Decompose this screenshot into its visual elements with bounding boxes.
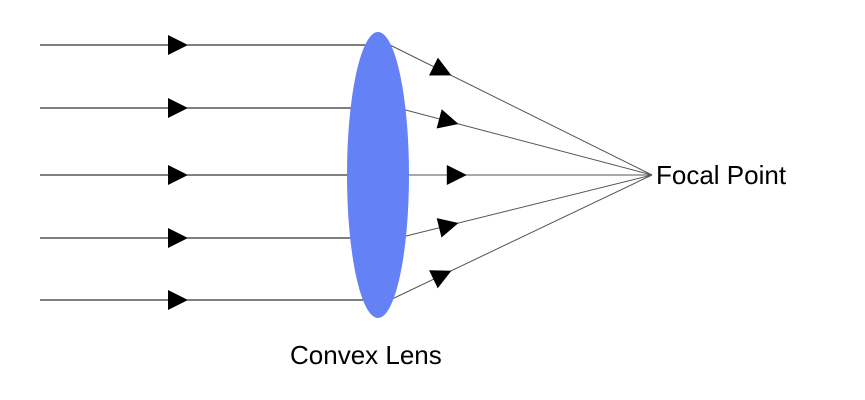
converging-ray-arrow-icon [436,109,459,129]
incoming-ray-arrow-icon [168,290,188,310]
converging-ray [397,174,653,239]
converging-ray [389,174,653,301]
incoming-ray-arrow-icon [168,98,188,118]
incoming-ray-arrow-icon [168,228,188,248]
converging-ray-arrow-icon [429,270,452,289]
converging-rays [389,44,653,301]
converging-ray-arrow-icon [436,218,459,238]
ray-arrows [168,35,467,310]
converging-ray [397,107,653,176]
incoming-ray-arrow-icon [168,165,188,185]
converging-ray [389,44,653,176]
focal-point-label: Focal Point [656,160,787,190]
lens-label: Convex Lens [290,340,442,370]
incoming-ray-arrow-icon [168,35,188,55]
incoming-rays [40,44,378,301]
convex-lens [347,32,409,318]
converging-ray-arrow-icon [446,165,467,185]
converging-ray-arrow-icon [429,57,452,76]
